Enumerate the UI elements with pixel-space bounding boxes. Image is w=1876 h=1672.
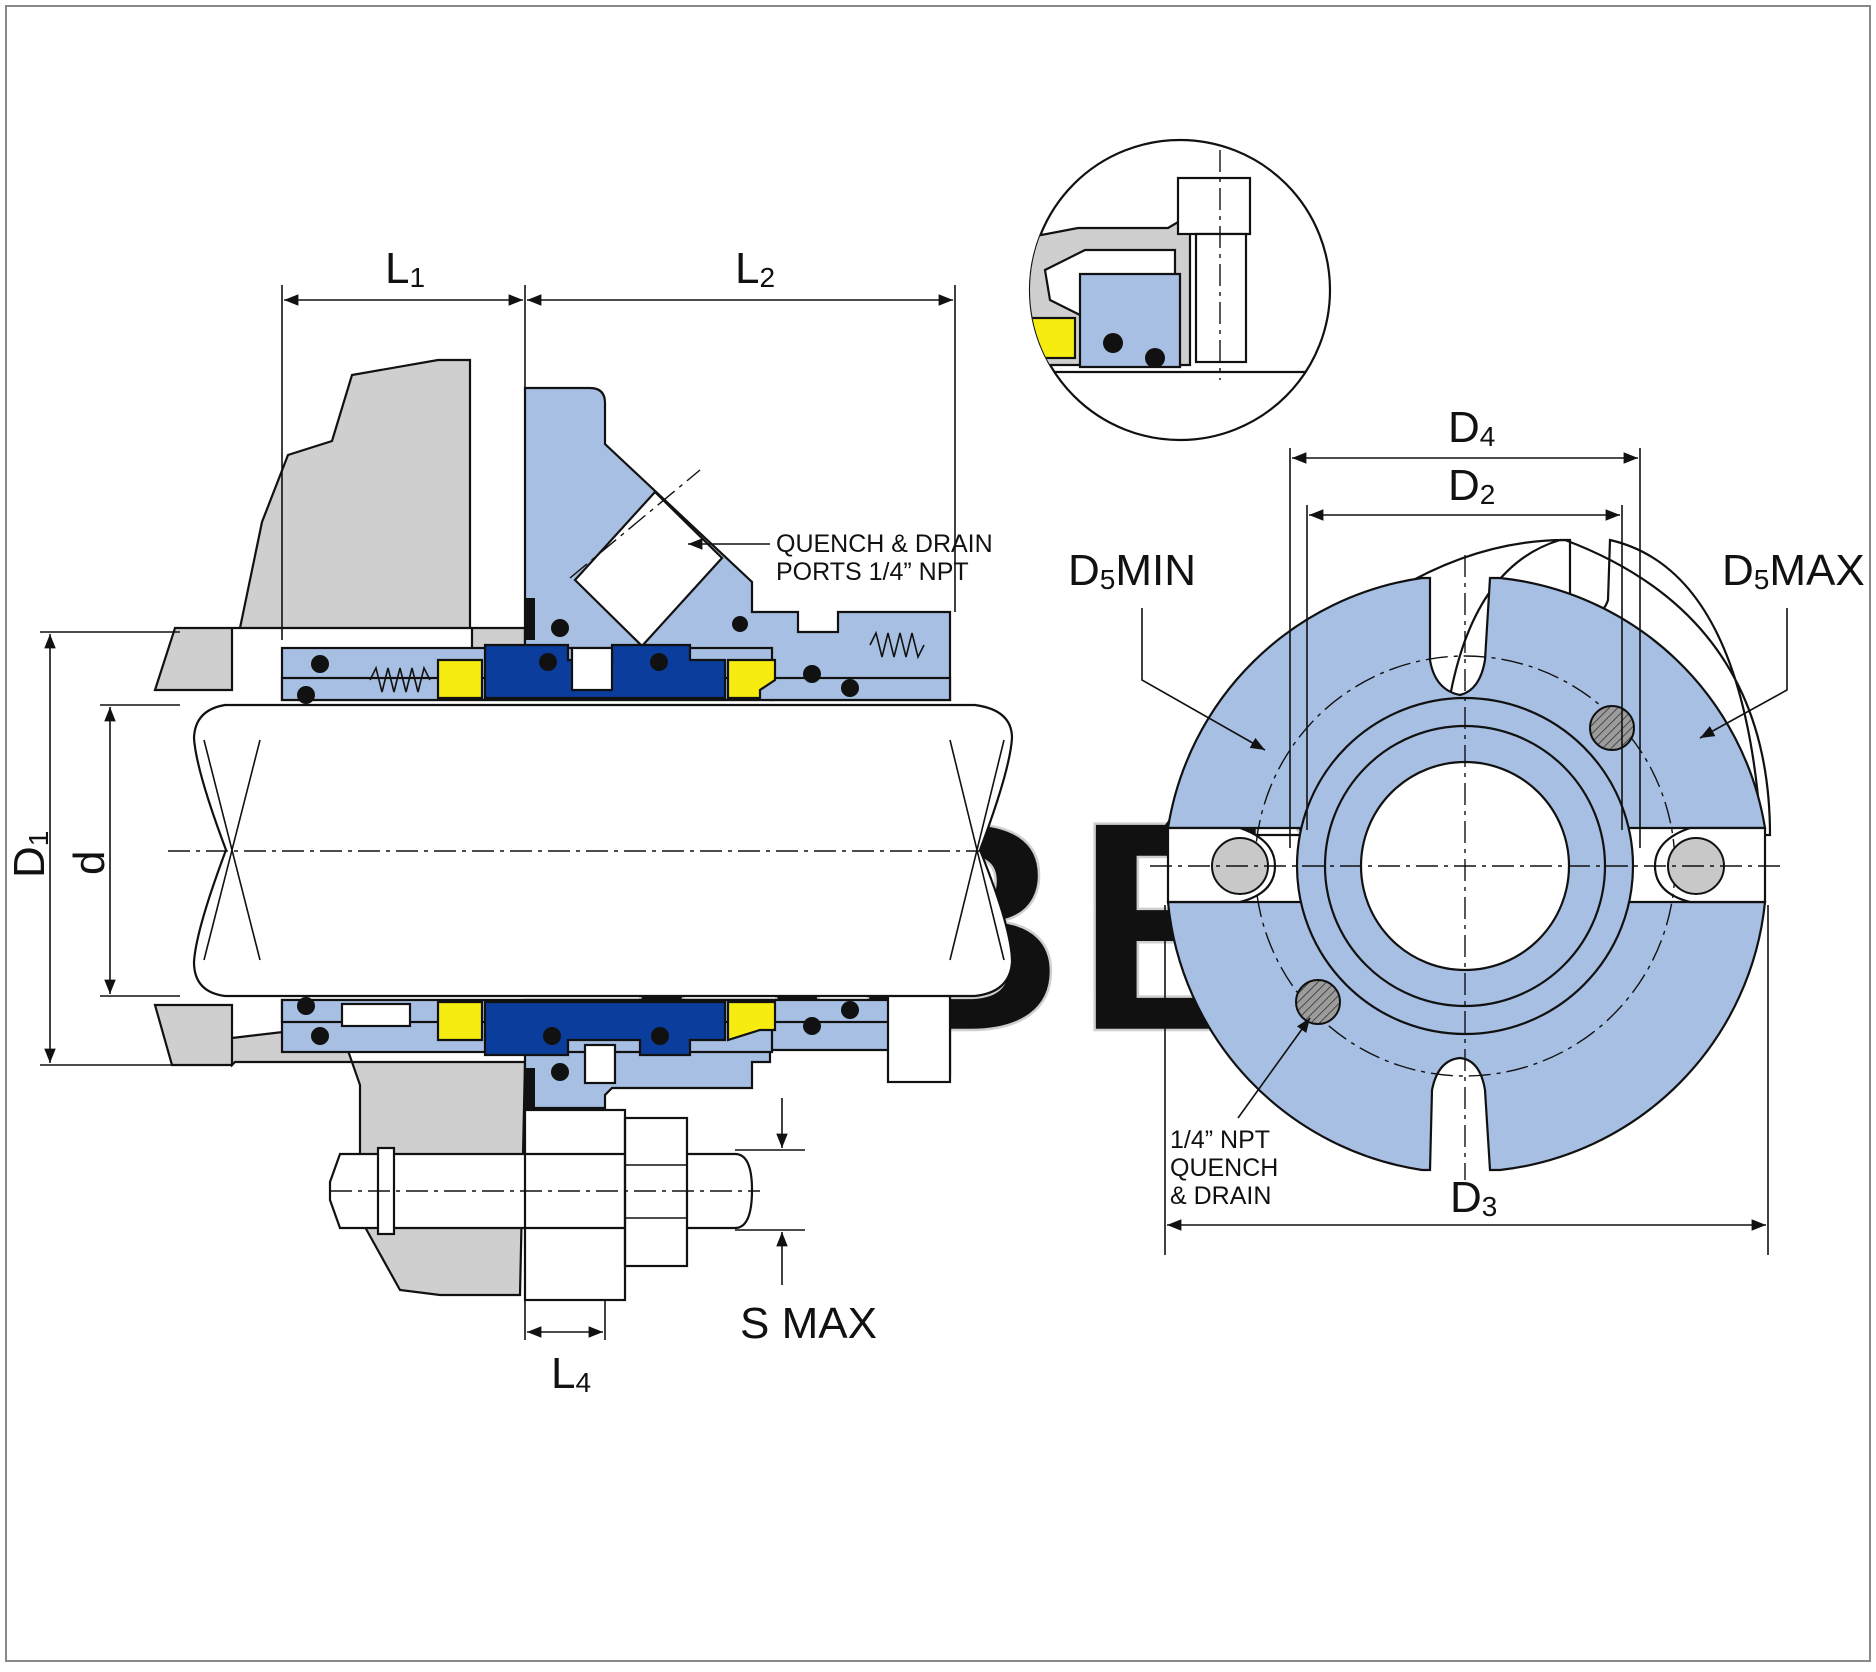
stationary-face-left-top: [436, 658, 484, 700]
d4-label: D4: [1448, 403, 1495, 452]
port-callout-line3: & DRAIN: [1170, 1182, 1271, 1210]
quench-callout-line1: QUENCH & DRAIN: [776, 530, 993, 558]
set-screw-top: [570, 646, 614, 692]
port-axis: [569, 469, 701, 579]
detail-o-ring-b: [1145, 348, 1165, 368]
l4-label: L4: [551, 1349, 591, 1398]
spring-top: [369, 665, 431, 693]
port-callout-leader: [1237, 1017, 1311, 1119]
port-callout-line1: 1/4” NPT: [1170, 1126, 1270, 1154]
shaft-break-left-b: [203, 739, 261, 961]
gland-port-top: [573, 490, 724, 648]
smax-label: S MAX: [740, 1299, 877, 1348]
d3-label: D3: [1450, 1173, 1497, 1222]
end-view: D4 D2 D3 D5MIN D5MAX 1/4” NPT QUENCH & D…: [1068, 403, 1865, 1255]
d5max-leader: [1699, 608, 1788, 739]
d5min-label: D5MIN: [1068, 546, 1196, 595]
threaded-port-upper: [1589, 705, 1635, 751]
stud-nut-left: [523, 1108, 627, 1302]
pump-housing-top: [153, 358, 527, 692]
d2-label: D2: [1448, 461, 1495, 510]
detail-set-screw-body: [1194, 232, 1248, 364]
shaft-break-right-b: [949, 739, 1005, 961]
detail-view: [1028, 138, 1332, 442]
spring-right-top: [869, 630, 925, 660]
drive-pin-bottom: [340, 1002, 412, 1028]
cross-section-view: L1 L2 D1 d QUENCH & DRAIN PORTS 1/4” NPT…: [5, 244, 1030, 1398]
gasket-bottom: [525, 1068, 535, 1110]
detail-sleeve: [1078, 272, 1182, 369]
page-border: [5, 5, 1871, 1662]
stationary-face-right-top: [726, 658, 777, 700]
hex-nut: [623, 1116, 689, 1268]
l2-label: L2: [735, 244, 775, 293]
l1-label: L1: [385, 244, 425, 293]
o-rings: [297, 616, 859, 1081]
set-screw-bottom: [583, 1043, 617, 1085]
quench-callout-line2: PORTS 1/4” NPT: [776, 558, 969, 586]
gasket-top: [525, 598, 535, 640]
detail-face: [1030, 316, 1077, 360]
d1-label: D1: [5, 831, 54, 878]
detail-set-screw-head: [1176, 176, 1252, 236]
flange-upper: [1163, 538, 1772, 837]
d5min-leader: [1141, 608, 1266, 751]
d-label: d: [65, 851, 114, 875]
drain-fitting-bottom: [886, 988, 952, 1084]
stationary-face-right-bottom: [726, 1000, 777, 1042]
d5max-label: D5MAX: [1722, 546, 1865, 595]
threaded-port-lower: [1295, 979, 1341, 1025]
port-callout-line2: QUENCH: [1170, 1154, 1278, 1182]
detail-o-ring-a: [1103, 333, 1123, 353]
stationary-face-left-bottom: [436, 1000, 484, 1042]
